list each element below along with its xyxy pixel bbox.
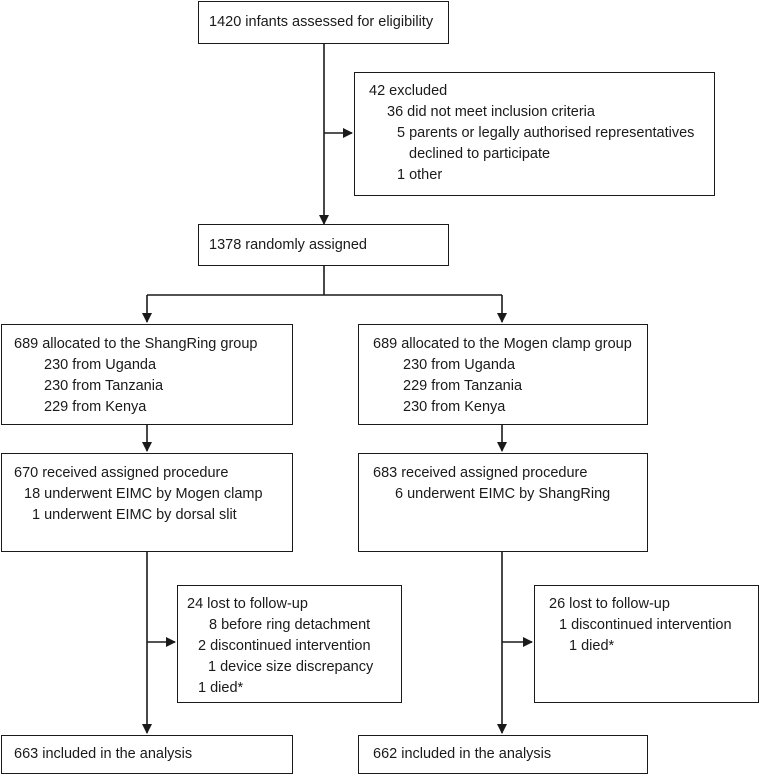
excluded-reason: 1 other	[397, 167, 443, 183]
analysed-text: 662 included in the analysis	[373, 746, 552, 762]
excluded-reason: declined to participate	[409, 146, 551, 162]
received-detail: 1 underwent EIMC by dorsal slit	[32, 507, 237, 523]
shangring-analysed-box: 663 included in the analysis	[1, 735, 293, 774]
randomised-box: 1378 randomly assigned	[198, 224, 449, 266]
lost-detail: 1 discontinued intervention	[559, 617, 732, 633]
assessed-box: 1420 infants assessed for eligibility	[198, 1, 449, 44]
country-count: 230 from Uganda	[403, 357, 516, 373]
allocation-text: 689 allocated to the ShangRing group	[14, 336, 258, 352]
lost-detail: 1 died*	[198, 680, 244, 696]
analysed-text: 663 included in the analysis	[14, 746, 193, 762]
country-count: 230 from Tanzania	[44, 378, 164, 394]
shangring-received-box: 670 received assigned procedure 18 under…	[1, 453, 293, 552]
lost-text: 26 lost to follow-up	[549, 596, 670, 612]
country-count: 229 from Tanzania	[403, 378, 523, 394]
lost-text: 24 lost to follow-up	[187, 596, 308, 612]
received-text: 683 received assigned procedure	[373, 465, 588, 481]
excluded-reason: 5 parents or legally authorised represen…	[397, 125, 695, 141]
randomised-text: 1378 randomly assigned	[209, 237, 367, 253]
country-count: 229 from Kenya	[44, 399, 147, 415]
mogen-received-box: 683 received assigned procedure 6 underw…	[358, 453, 648, 552]
country-count: 230 from Kenya	[403, 399, 506, 415]
allocation-text: 689 allocated to the Mogen clamp group	[373, 336, 632, 352]
lost-detail: 1 device size discrepancy	[208, 659, 374, 675]
country-count: 230 from Uganda	[44, 357, 157, 373]
shangring-lost-box: 24 lost to follow-up 8 before ring detac…	[177, 585, 402, 703]
received-detail: 6 underwent EIMC by ShangRing	[395, 486, 611, 502]
excluded-reason: 36 did not meet inclusion criteria	[387, 104, 595, 120]
mogen-lost-box: 26 lost to follow-up 1 discontinued inte…	[534, 585, 759, 703]
received-text: 670 received assigned procedure	[14, 465, 229, 481]
lost-detail: 2 discontinued intervention	[198, 638, 371, 654]
lost-detail: 1 died*	[569, 638, 615, 654]
received-detail: 18 underwent EIMC by Mogen clamp	[24, 486, 263, 502]
mogen-allocation-box: 689 allocated to the Mogen clamp group 2…	[358, 324, 648, 425]
lost-detail: 8 before ring detachment	[209, 617, 371, 633]
excluded-title: 42 excluded	[369, 83, 448, 99]
mogen-analysed-box: 662 included in the analysis	[358, 735, 648, 774]
excluded-box: 42 excluded 36 did not meet inclusion cr…	[354, 72, 715, 196]
shangring-allocation-box: 689 allocated to the ShangRing group 230…	[1, 324, 293, 425]
assessed-text: 1420 infants assessed for eligibility	[209, 14, 434, 30]
